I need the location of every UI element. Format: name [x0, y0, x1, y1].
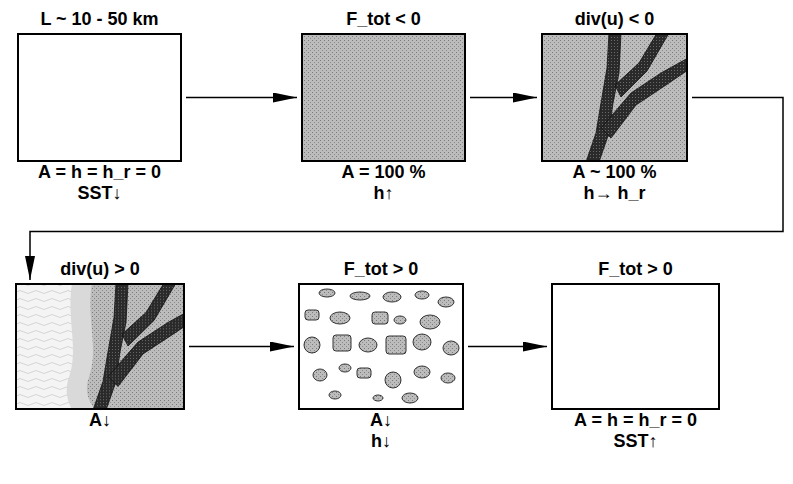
- condition-label: div(u) > 0: [60, 259, 140, 280]
- ice-panel: L ~ 10 - 50 kmA = h = h_r = 0SST↓: [17, 33, 182, 162]
- state-label: A = h = h_r = 0: [38, 162, 161, 183]
- state-label: A ~ 100 %: [573, 162, 657, 183]
- panel-caption: A↓: [89, 410, 111, 431]
- state-label: h↑: [342, 183, 426, 204]
- condition-label: F_tot > 0: [344, 259, 419, 280]
- flow-arrow: [189, 346, 294, 348]
- lead-opening: [15, 283, 185, 410]
- ridged-ice: [541, 33, 688, 162]
- panel-heading: div(u) > 0: [60, 259, 140, 280]
- condition-label: F_tot > 0: [598, 259, 673, 280]
- panel-caption: A = h = h_r = 0SST↑: [574, 410, 697, 452]
- panel-heading: F_tot > 0: [344, 259, 419, 280]
- state-label: A↓: [370, 410, 392, 431]
- condition-label: F_tot < 0: [346, 9, 421, 30]
- panel-caption: A↓h↓: [370, 410, 392, 452]
- flow-arrow: [186, 97, 297, 99]
- ice-panel: F_tot > 0A = h = h_r = 0SST↑: [551, 283, 720, 410]
- state-label: A↓: [89, 410, 111, 431]
- condition-label: div(u) < 0: [575, 9, 655, 30]
- ice-panel: F_tot > 0A↓h↓: [298, 283, 464, 410]
- state-label: h→ h_r: [573, 183, 657, 204]
- state-label: SST↑: [574, 431, 697, 452]
- state-label: SST↓: [38, 183, 161, 204]
- condition-label: L ~ 10 - 50 km: [40, 9, 158, 30]
- state-label: A = h = h_r = 0: [574, 410, 697, 431]
- panel-caption: A = 100 %h↑: [342, 162, 426, 204]
- panel-caption: A = h = h_r = 0SST↓: [38, 162, 161, 204]
- ice-floes: [304, 289, 459, 403]
- ice-panel: F_tot < 0A = 100 %h↑: [301, 33, 466, 162]
- ice-cover: [301, 33, 466, 162]
- flow-arrow: [30, 98, 783, 281]
- flow-arrow: [468, 346, 547, 348]
- panel-caption: A ~ 100 %h→ h_r: [573, 162, 657, 204]
- ice-panel: div(u) < 0A ~ 100 %h→ h_r: [541, 33, 688, 162]
- panel-heading: L ~ 10 - 50 km: [40, 9, 158, 30]
- state-label: A = 100 %: [342, 162, 426, 183]
- ice-panel: div(u) > 0A↓: [15, 283, 185, 410]
- panel-heading: F_tot < 0: [346, 9, 421, 30]
- state-label: h↓: [370, 431, 392, 452]
- panel-heading: F_tot > 0: [598, 259, 673, 280]
- flow-arrow: [470, 97, 537, 99]
- panel-heading: div(u) < 0: [575, 9, 655, 30]
